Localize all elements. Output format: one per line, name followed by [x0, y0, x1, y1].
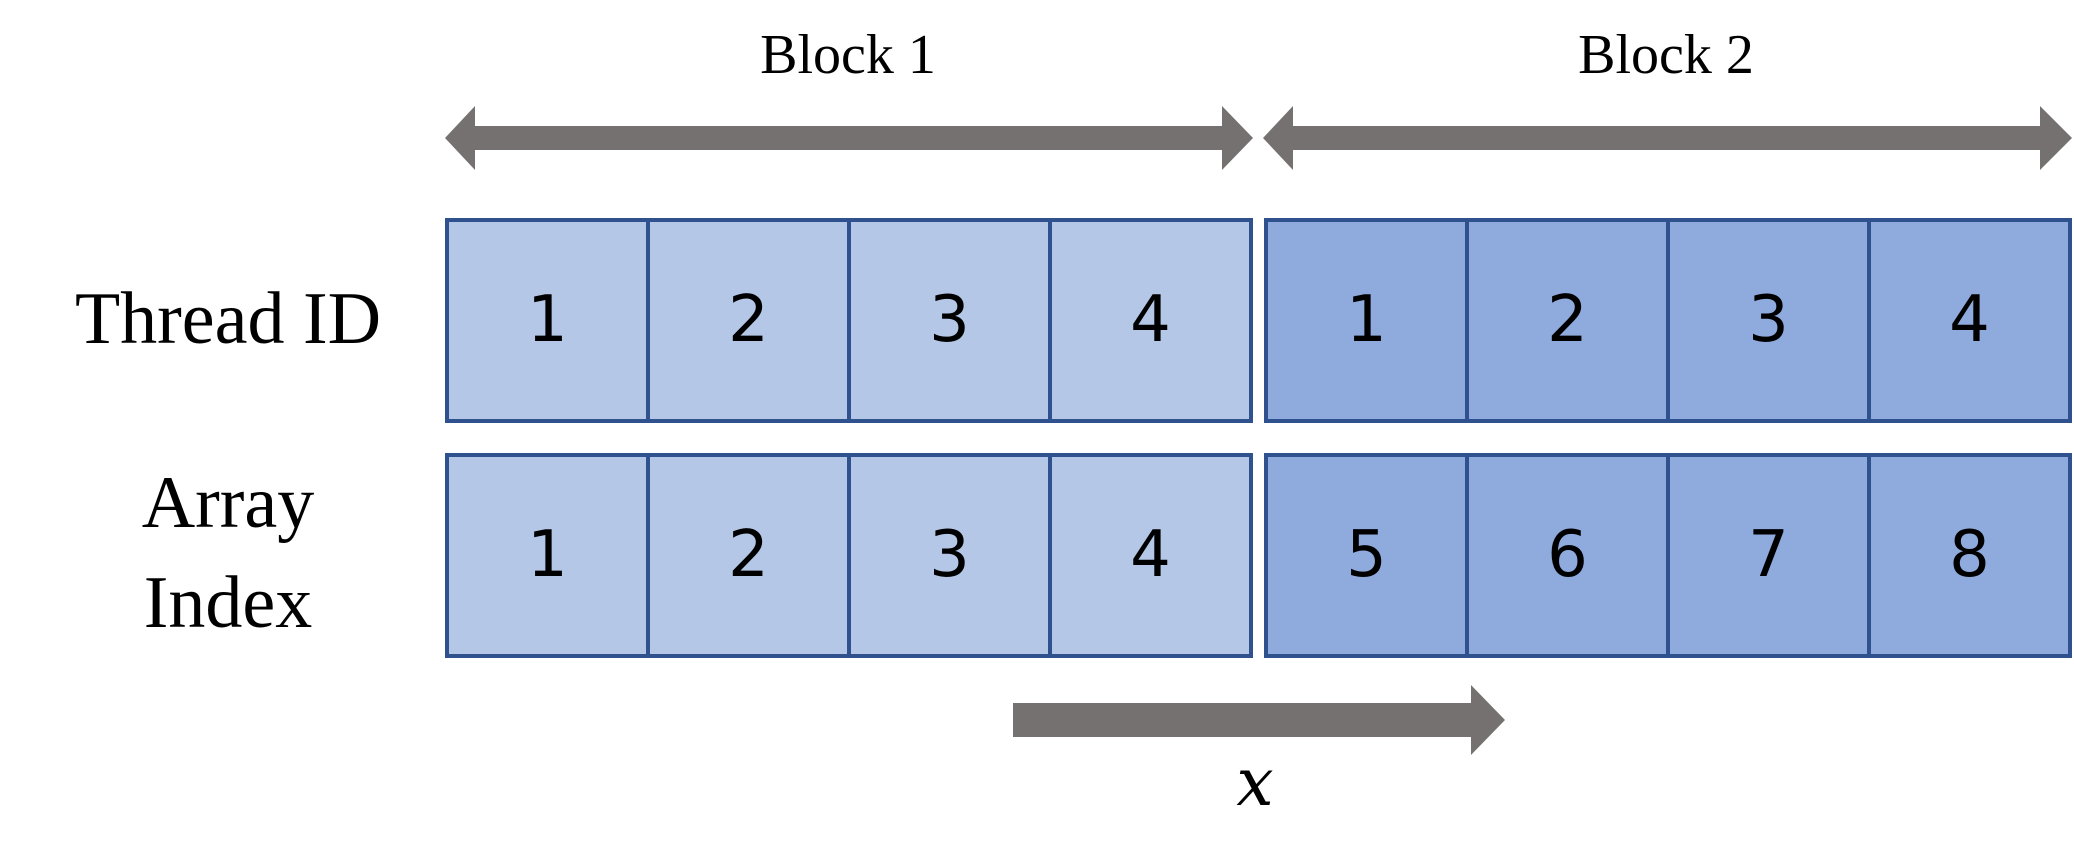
cell-grid: 1 2 3 4 1 2 3 4 1 2 3 4 5 6 7 8	[445, 218, 2072, 658]
cell-row1-block2-2	[1465, 218, 1670, 423]
cell-value-row2-block1-3: 3	[929, 518, 970, 592]
cell-value-row1-block1-2: 2	[728, 283, 769, 357]
cell-value-row1-block2-2: 2	[1547, 283, 1588, 357]
cell-value-row2-block1-4: 4	[1130, 518, 1171, 592]
x-direction-arrow	[1013, 685, 1505, 755]
cell-row1-block1-3	[847, 218, 1052, 423]
cell-row2-block1-4	[1048, 453, 1253, 658]
cell-row1-block2-3	[1666, 218, 1871, 423]
cell-row1-block1-4	[1048, 218, 1253, 423]
array-index-row-label-line-2: Index	[144, 562, 313, 644]
block-2-span-arrow	[1263, 106, 2072, 170]
cell-value-row1-block1-3: 3	[929, 283, 970, 357]
cell-row2-block2-4	[1867, 453, 2072, 658]
cell-value-row1-block2-1: 1	[1346, 283, 1387, 357]
x-axis-variable: x	[1236, 744, 1273, 821]
cell-value-row2-block2-1: 5	[1346, 518, 1387, 592]
cell-row1-block2-4	[1867, 218, 2072, 423]
cell-value-row1-block1-1: 1	[527, 283, 568, 357]
cell-row1-block1-1	[445, 218, 650, 423]
cell-row1-block1-2	[646, 218, 851, 423]
thread-id-row-label: Thread ID	[75, 278, 381, 360]
array-index-row-label-line-1: Array	[142, 462, 315, 544]
cell-value-row1-block2-4: 4	[1949, 283, 1990, 357]
cell-value-row2-block2-3: 7	[1748, 518, 1789, 592]
cell-value-row2-block1-2: 2	[728, 518, 769, 592]
cell-row2-block1-1	[445, 453, 650, 658]
cell-value-row2-block2-4: 8	[1949, 518, 1990, 592]
cell-value-row2-block1-1: 1	[527, 518, 568, 592]
cell-row2-block2-2	[1465, 453, 1670, 658]
cell-value-row2-block2-2: 6	[1547, 518, 1588, 592]
block-1-label: Block 1	[760, 24, 936, 86]
cell-value-row1-block2-3: 3	[1748, 283, 1789, 357]
block-1-span-arrow	[445, 106, 1253, 170]
block-2-label: Block 2	[1578, 24, 1754, 86]
cell-row2-block2-1	[1264, 453, 1469, 658]
cell-row2-block1-2	[646, 453, 851, 658]
cell-value-row1-block1-4: 4	[1130, 283, 1171, 357]
cell-row1-block2-1	[1264, 218, 1469, 423]
